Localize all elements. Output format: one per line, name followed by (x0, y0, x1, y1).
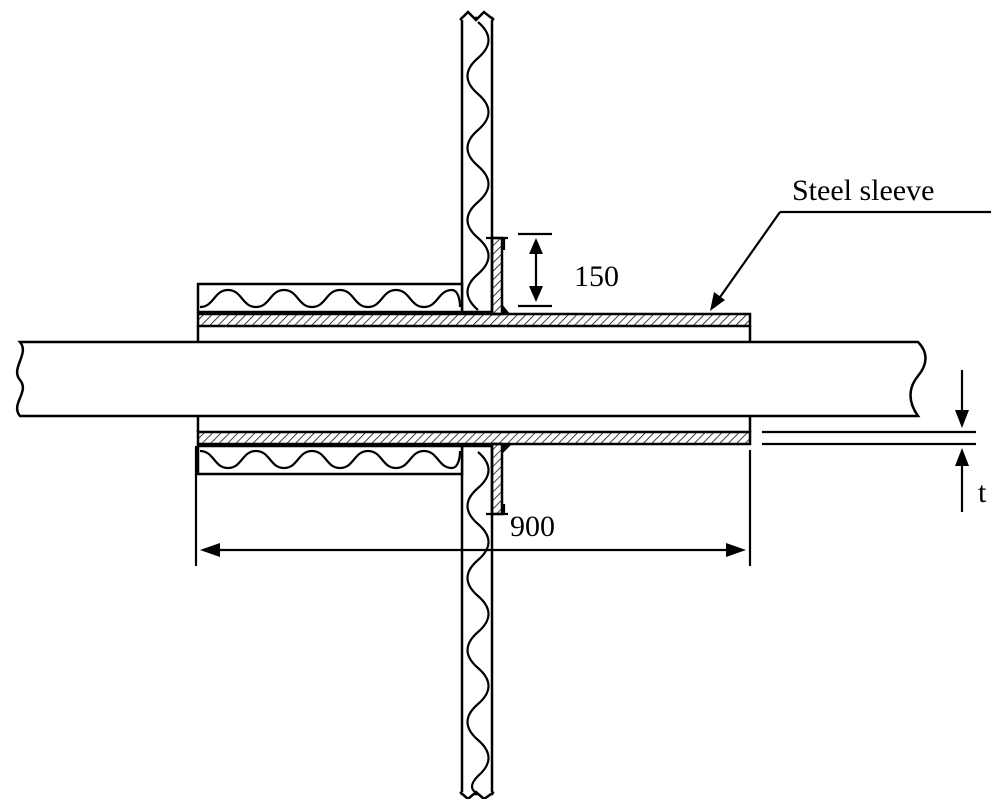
flange-upper (486, 236, 510, 316)
dimension-900 (194, 446, 752, 566)
flange-height-label: 150 (574, 260, 619, 293)
steel-sleeve-label: Steel sleeve (792, 174, 934, 207)
insulation-upper (196, 282, 464, 314)
wall-upper (459, 10, 495, 314)
dimension-t (762, 370, 976, 512)
wall-thickness-label: t (978, 476, 987, 509)
steel-sleeve (196, 312, 752, 446)
pipe (15, 340, 927, 418)
sleeve-length-label: 900 (510, 510, 555, 543)
flange-lower (486, 442, 512, 516)
dimension-150 (518, 232, 552, 308)
steel-sleeve-leader (710, 210, 991, 311)
insulation-lower (196, 444, 464, 476)
wall-lower (459, 444, 495, 799)
